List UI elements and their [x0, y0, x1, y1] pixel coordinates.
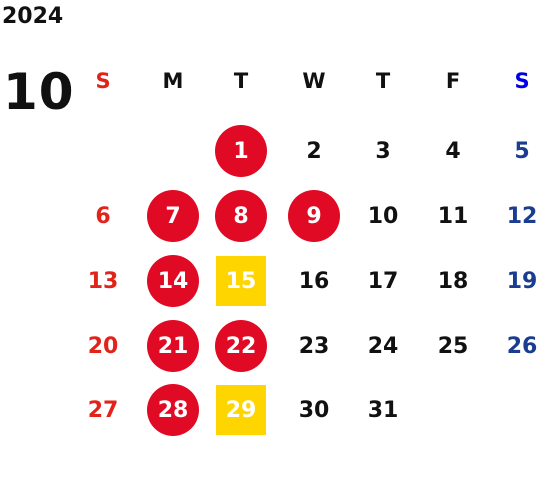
day-cell-20: 20: [87, 333, 119, 359]
weekday-header-fri: F: [445, 69, 461, 93]
weekday-header-mon: M: [162, 69, 184, 93]
day-cell-22: 22: [215, 320, 267, 372]
day-cell-6: 6: [95, 203, 111, 229]
weekday-header-sun: S: [95, 69, 111, 93]
day-cell-19: 19: [506, 268, 538, 294]
day-cell-29: 29: [216, 385, 266, 435]
day-cell-3: 3: [375, 138, 391, 164]
day-cell-17: 17: [367, 268, 399, 294]
day-cell-8: 8: [215, 190, 267, 242]
day-cell-5: 5: [514, 138, 530, 164]
day-cell-14: 14: [147, 255, 199, 307]
weekday-header-wed: W: [302, 69, 326, 93]
day-cell-18: 18: [437, 268, 469, 294]
day-cell-30: 30: [298, 397, 330, 423]
day-cell-1: 1: [215, 125, 267, 177]
day-cell-11: 11: [437, 203, 469, 229]
day-cell-10: 10: [367, 203, 399, 229]
day-cell-31: 31: [367, 397, 399, 423]
calendar-year: 2024: [2, 4, 64, 29]
day-cell-23: 23: [298, 333, 330, 359]
day-cell-2: 2: [306, 138, 322, 164]
day-cell-25: 25: [437, 333, 469, 359]
day-cell-15: 15: [216, 256, 266, 306]
day-cell-13: 13: [87, 268, 119, 294]
day-cell-26: 26: [506, 333, 538, 359]
day-cell-27: 27: [87, 397, 119, 423]
day-cell-12: 12: [506, 203, 538, 229]
day-cell-28: 28: [147, 384, 199, 436]
weekday-header-thu: T: [375, 69, 391, 93]
day-cell-9: 9: [288, 190, 340, 242]
day-cell-21: 21: [147, 320, 199, 372]
day-cell-24: 24: [367, 333, 399, 359]
weekday-header-sat: S: [514, 69, 530, 93]
day-cell-4: 4: [445, 138, 461, 164]
weekday-header-tue: T: [233, 69, 249, 93]
calendar-month: 10: [3, 63, 75, 121]
day-cell-16: 16: [298, 268, 330, 294]
day-cell-7: 7: [147, 190, 199, 242]
